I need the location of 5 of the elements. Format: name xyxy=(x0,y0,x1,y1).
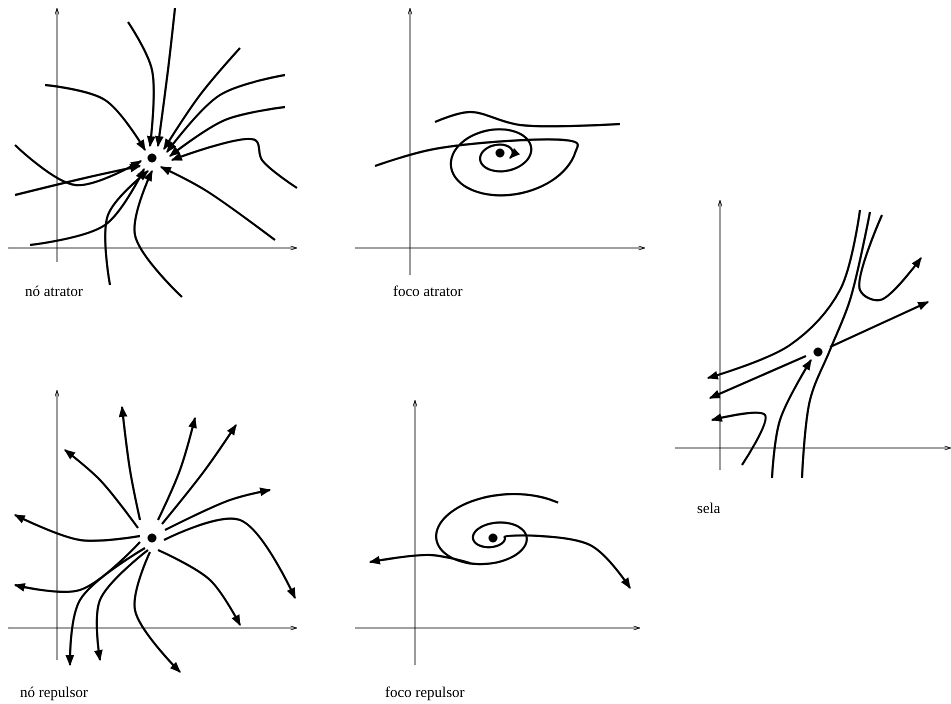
panel-caption: nó atrator xyxy=(25,283,83,301)
panel-caption: foco repulsor xyxy=(385,684,465,702)
panel-caption: foco atrator xyxy=(393,283,463,301)
panel-caption: nó repulsor xyxy=(20,684,88,702)
panel-caption: sela xyxy=(697,500,720,518)
